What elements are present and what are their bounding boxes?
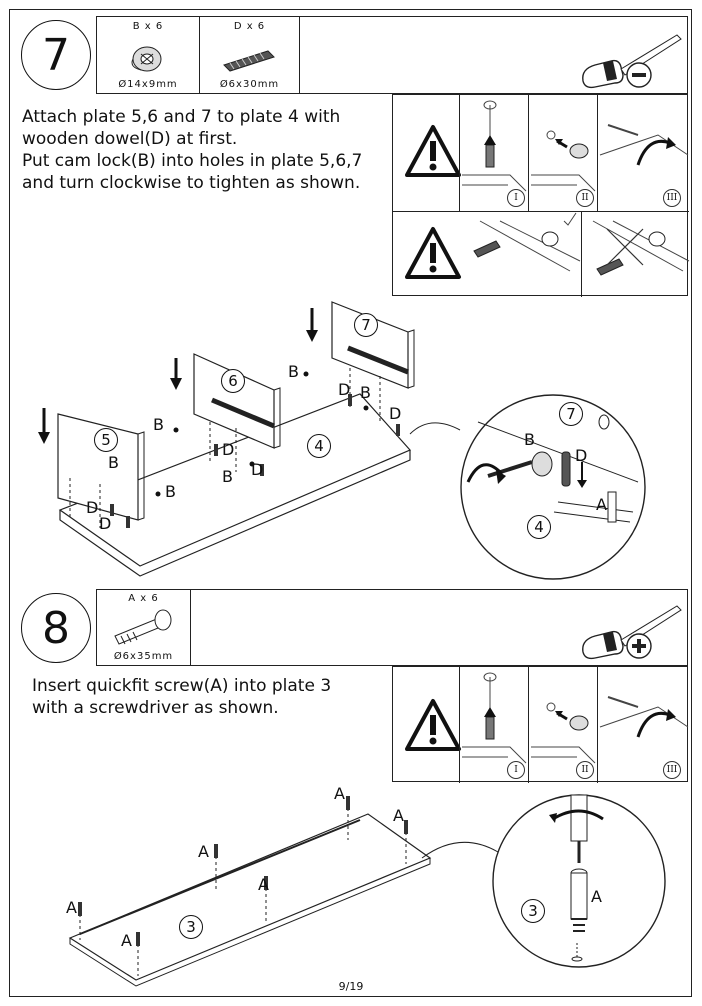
step-7-instruction: Attach plate 5,6 and 7 to plate 4 with w… xyxy=(22,107,363,193)
dowel-insert-illustration xyxy=(462,672,527,764)
step-8-warning-panel: I II III xyxy=(392,666,689,783)
step-label: I xyxy=(507,761,525,779)
correct-dowel-illustration xyxy=(473,212,581,272)
cam-turn-illustration xyxy=(599,124,689,166)
step-7-assembly-drawing xyxy=(38,301,461,577)
dowel-label: D xyxy=(251,460,264,479)
warning-triangle-icon xyxy=(405,125,461,177)
wooden-dowel-icon xyxy=(223,50,275,72)
cam-lock-icon xyxy=(131,46,162,72)
page-number: 9/19 xyxy=(338,980,364,993)
step-8-parts-panel: A x 6 Ø6x35mm xyxy=(96,589,688,666)
detail-screw-label: A xyxy=(591,887,602,906)
step-7-number: 7 xyxy=(21,20,91,90)
part-size: Ø14x9mm xyxy=(118,79,178,90)
step-label: III xyxy=(663,189,681,207)
screw-label: A xyxy=(258,875,269,894)
step-8-assembly-drawing xyxy=(68,796,499,987)
part-qty: D x 6 xyxy=(233,21,266,32)
quickfit-screw-icon xyxy=(114,609,172,645)
step-8-instruction: Insert quickfit screw(A) into plate 3 wi… xyxy=(32,676,332,718)
plate-7-label: 7 xyxy=(354,313,378,337)
step-label: II xyxy=(576,761,594,779)
cam-lock-label: B xyxy=(153,415,164,434)
detail-plate-4-label: 4 xyxy=(527,515,551,539)
part-qty: B x 6 xyxy=(132,21,164,32)
warning-triangle-icon xyxy=(405,227,461,279)
step-8-number: 8 xyxy=(21,593,91,663)
page-frame xyxy=(9,9,692,997)
flat-screwdriver-icon xyxy=(582,34,682,89)
cam-lock-label: B xyxy=(360,383,371,402)
screw-label: A xyxy=(198,842,209,861)
phillips-screwdriver-icon xyxy=(582,605,682,660)
step-7-detail-circle xyxy=(460,394,646,580)
dowel-label: D xyxy=(86,498,99,517)
detail-screw-label: A xyxy=(596,495,607,514)
warning-triangle-icon xyxy=(405,699,461,751)
part-cell-dowel: D x 6 Ø6x30mm xyxy=(200,17,300,93)
part-cell-quickfit-screw: A x 6 Ø6x35mm xyxy=(97,590,191,665)
screw-label: A xyxy=(121,931,132,950)
plate-4-label: 4 xyxy=(307,434,331,458)
step-8-detail-circle xyxy=(492,794,666,968)
plate-3-label: 3 xyxy=(179,915,203,939)
part-size: Ø6x35mm xyxy=(113,651,174,662)
dowel-label: D xyxy=(389,404,402,423)
cam-turn-illustration xyxy=(599,696,689,738)
detail-plate-7-label: 7 xyxy=(559,402,583,426)
cam-insert-illustration xyxy=(531,702,596,764)
plate-5-label: 5 xyxy=(94,428,118,452)
screw-label: A xyxy=(334,784,345,803)
cam-insert-illustration xyxy=(531,130,596,192)
screw-label: A xyxy=(66,898,77,917)
cam-lock-label: B xyxy=(222,467,233,486)
step-label: I xyxy=(507,189,525,207)
step-7-warning-panel: I II III xyxy=(392,94,690,297)
cam-lock-label: B xyxy=(288,362,299,381)
dowel-label: D xyxy=(338,380,351,399)
cam-lock-label: B xyxy=(108,453,119,472)
dowel-insert-illustration xyxy=(462,100,527,192)
step-7-parts-panel: B x 6 Ø14x9mm D x 6 Ø6x30mm xyxy=(96,16,688,94)
plate-6-label: 6 xyxy=(221,369,245,393)
cam-lock-label: B xyxy=(165,482,176,501)
wrong-dowel-illustration xyxy=(592,220,690,276)
step-label: II xyxy=(576,189,594,207)
screw-label: A xyxy=(393,806,404,825)
detail-plate-3-label: 3 xyxy=(521,899,545,923)
part-cell-cam-lock: B x 6 Ø14x9mm xyxy=(97,17,200,93)
part-size: Ø6x30mm xyxy=(219,79,280,90)
dowel-label: D xyxy=(99,514,112,533)
detail-cam-lock-label: B xyxy=(524,430,535,449)
step-label: III xyxy=(663,761,681,779)
detail-dowel-label: D xyxy=(575,446,588,465)
dowel-label: D xyxy=(222,440,235,459)
part-qty: A x 6 xyxy=(128,593,159,604)
